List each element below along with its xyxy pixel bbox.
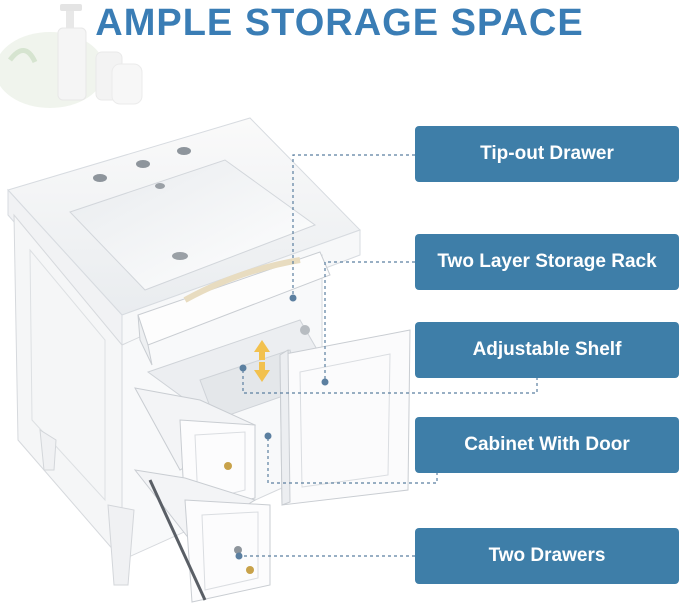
cabinet-door [279, 325, 411, 506]
feature-tag-cabinet-with-door: Cabinet With Door [415, 417, 679, 473]
tip-out-drawer [137, 251, 331, 366]
pointer-dot [264, 432, 272, 440]
feature-tag-adjustable-shelf: Adjustable Shelf [415, 322, 679, 378]
feature-tag-two-layer-storage-rack: Two Layer Storage Rack [415, 234, 679, 290]
feature-tag-tip-out-drawer: Tip-out Drawer [415, 126, 679, 182]
pointer-dot [235, 552, 243, 560]
pointer-dot [321, 378, 329, 386]
shelf-adjust-arrows-icon [254, 340, 270, 382]
page-title: AMPLE STORAGE SPACE [95, 2, 584, 44]
feature-tag-two-drawers: Two Drawers [415, 528, 679, 584]
decor-bottles [0, 4, 143, 108]
drawer-lower [133, 469, 271, 603]
pointer-dot [239, 364, 247, 372]
pointer-dot [289, 294, 297, 302]
